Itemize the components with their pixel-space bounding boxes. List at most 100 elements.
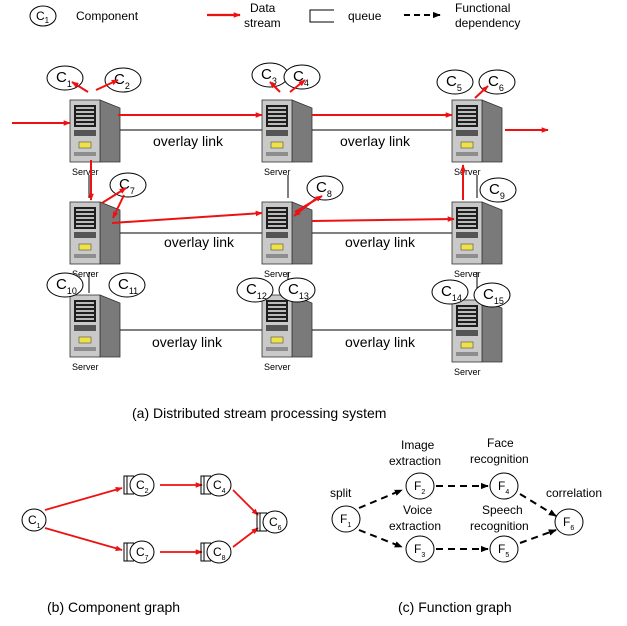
cg-node-label: C2	[136, 478, 149, 495]
component-label: C9	[489, 181, 505, 201]
component-label: C13	[288, 281, 309, 301]
component-node: C4	[283, 64, 321, 90]
legend-component-label: Component	[76, 9, 139, 23]
component-label: C10	[56, 276, 77, 296]
cg-node: C1	[21, 508, 47, 532]
overlay-link-label: overlay link	[153, 133, 224, 149]
fg-node-label: F4	[498, 479, 509, 496]
fg-node: F1	[331, 505, 361, 533]
legend-component-sub: 1	[45, 16, 50, 25]
server-label: Server	[264, 269, 291, 279]
svg-text:C1: C1	[36, 9, 50, 25]
server: Server	[261, 99, 313, 177]
cg-node: C8	[200, 540, 232, 564]
server: Server	[451, 99, 503, 177]
component-node: C8	[306, 175, 344, 201]
legend-data-stream-label-2: stream	[244, 16, 281, 30]
cg-node: C7	[123, 540, 155, 564]
fg-node-label: F6	[563, 515, 574, 532]
overlay-link-label: overlay link	[340, 133, 411, 149]
cg-node: C6	[256, 510, 288, 534]
overlay-link-label: overlay link	[164, 234, 235, 250]
fg-label-face-2: recognition	[470, 452, 529, 466]
component-label: C12	[246, 281, 267, 301]
server: Server	[261, 201, 313, 279]
component-graph-caption: (b) Component graph	[47, 599, 180, 615]
server: Server	[69, 294, 121, 372]
fg-node: F5	[489, 535, 519, 563]
legend-component-ellipse	[29, 5, 57, 27]
fg-node: F3	[405, 535, 435, 563]
component-label: C5	[446, 73, 462, 93]
cg-node-label: C6	[269, 515, 282, 532]
cg-node-label: C1	[28, 513, 41, 530]
legend-func-dep-label-1: Functional	[455, 1, 510, 15]
server-label: Server	[72, 167, 99, 177]
cg-node-label: C7	[136, 545, 149, 562]
fg-label-split: split	[330, 486, 352, 500]
component-label: C8	[316, 179, 332, 199]
server-label: Server	[454, 167, 481, 177]
component-label: C15	[483, 286, 504, 306]
component-label: C3	[261, 66, 277, 86]
component-node: C9	[479, 177, 517, 203]
component-node: C2	[104, 67, 142, 93]
fg-label-image-2: extraction	[389, 454, 441, 468]
server: Server	[261, 294, 313, 372]
fg-label-speech-1: Speech	[482, 503, 523, 517]
server: Server	[451, 201, 503, 279]
server-label: Server	[264, 167, 291, 177]
component-label: C11	[118, 276, 138, 296]
system-caption: (a) Distributed stream processing system	[132, 405, 386, 421]
fg-node: F6	[554, 508, 584, 536]
component-label: C14	[441, 283, 462, 303]
component-node: C12	[236, 277, 274, 303]
legend-data-stream-label-1: Data	[250, 1, 276, 15]
fg-node-label: F1	[340, 512, 351, 529]
component-label: C7	[119, 176, 135, 196]
component-node: C11	[108, 272, 146, 298]
component-label: C1	[56, 69, 72, 89]
data-streams	[12, 79, 549, 224]
cg-node-label: C8	[213, 545, 226, 562]
component-node: C13	[278, 277, 316, 303]
fg-label-speech-2: recognition	[470, 519, 529, 533]
cg-node-label: C4	[213, 478, 226, 495]
fg-node-label: F5	[498, 542, 509, 559]
component-node: C10	[46, 272, 84, 298]
overlay-link-label: overlay link	[152, 334, 223, 350]
server: Server	[451, 299, 503, 377]
component-label: C2	[114, 71, 130, 91]
fg-node-label: F3	[414, 542, 425, 559]
server-label: Server	[72, 362, 99, 372]
overlay-link-label: overlay link	[345, 334, 416, 350]
overlay-links	[88, 129, 478, 331]
component-node: C14	[431, 279, 469, 305]
cg-node: C2	[123, 473, 155, 497]
component-label: C4	[293, 68, 309, 88]
fg-label-face-1: Face	[487, 436, 514, 450]
server-label: Server	[72, 269, 99, 279]
component-node: C15	[473, 282, 511, 308]
server-label: Server	[264, 362, 291, 372]
server-label: Server	[454, 269, 481, 279]
fg-node: F2	[405, 472, 435, 500]
fg-label-voice-2: extraction	[389, 519, 441, 533]
fg-node: F4	[489, 472, 519, 500]
server: Server	[69, 99, 121, 177]
legend-queue-icon	[309, 9, 334, 23]
component-node: C5	[436, 69, 474, 95]
legend-func-dep-label-2: dependency	[455, 16, 520, 30]
overlay-link-label: overlay link	[345, 234, 416, 250]
system-panel: overlay link overlay link overlay link over…	[12, 62, 549, 421]
legend-component-symbol: C	[36, 9, 45, 23]
cg-node: C4	[200, 473, 232, 497]
fg-label-correlation: correlation	[546, 486, 602, 500]
server-label: Server	[454, 367, 481, 377]
function-graph-caption: (c) Function graph	[398, 599, 512, 615]
fg-label-image-1: Image	[401, 438, 435, 452]
fg-label-voice-1: Voice	[403, 503, 433, 517]
